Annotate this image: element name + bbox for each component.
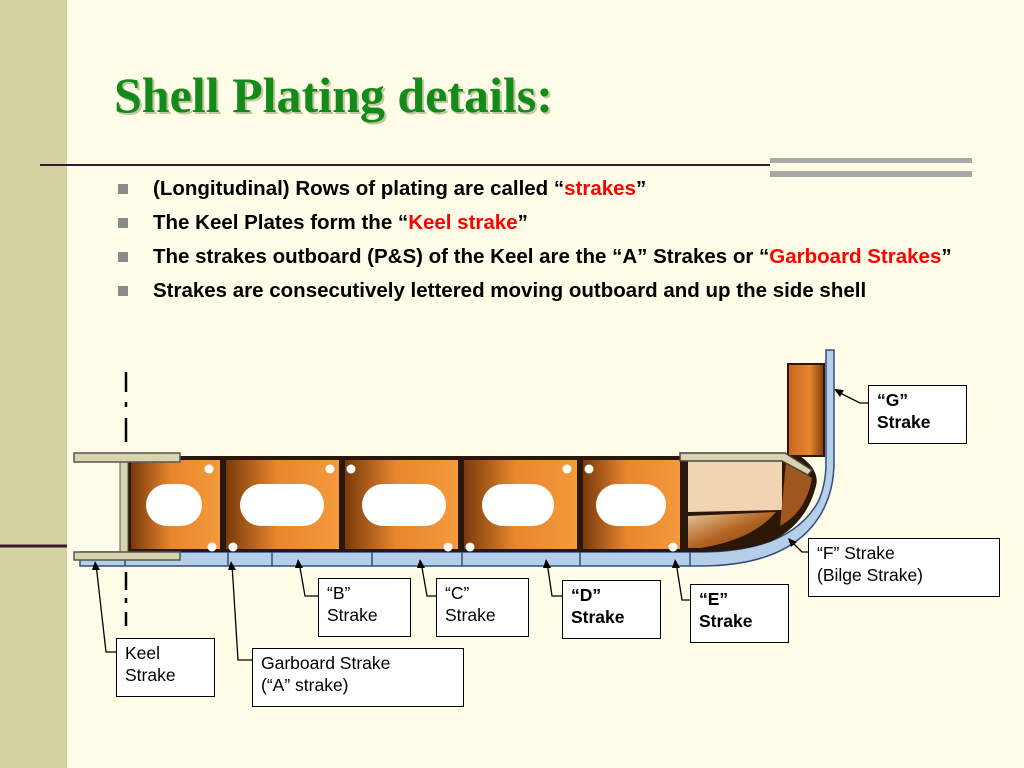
- label-d-strake: “D”Strake: [562, 580, 661, 639]
- bullet-text: (Longitudinal) Rows of plating are calle…: [153, 177, 565, 200]
- bilge-bracket-lower: [688, 512, 776, 548]
- label-b-strake: “B”Strake: [318, 578, 411, 637]
- bullet-text: The Keel Plates form the “: [153, 211, 409, 234]
- lightening-holes: [146, 484, 666, 526]
- bottom-keel-flange: [73, 551, 181, 561]
- bullet-item-garboard: The strakes outboard (P&S) of the Keel a…: [115, 242, 975, 272]
- bullet-item-strakes: (Longitudinal) Rows of plating are calle…: [115, 174, 975, 204]
- top-keel-flange: [73, 452, 181, 463]
- leader-arrowheads: [92, 389, 844, 570]
- label-g-strake: “G”Strake: [868, 385, 967, 444]
- bullet-square-icon: [118, 184, 128, 194]
- label-e-strake: “E”Strake: [690, 584, 789, 643]
- left-decorative-band: [0, 0, 67, 768]
- bullet-highlight: strakes: [564, 177, 636, 200]
- bullet-list: (Longitudinal) Rows of plating are calle…: [115, 174, 975, 310]
- bullet-highlight: Keel strake: [408, 211, 518, 234]
- bullet-item-keel-strake: The Keel Plates form the “Keel strake”: [115, 208, 975, 238]
- bullet-text-end: ”: [635, 177, 647, 200]
- label-garboard-strake: Garboard Strake(“A” strake): [252, 648, 464, 707]
- bullet-highlight: Garboard Strakes: [769, 245, 942, 268]
- leader-lines: [95, 390, 868, 661]
- label-f-strake: “F” Strake(Bilge Strake): [808, 538, 1000, 597]
- label-c-strake: “C”Strake: [436, 578, 529, 637]
- bilge-bracket-light: [688, 460, 782, 512]
- bullet-text: Strakes are consecutively lettered movin…: [153, 279, 867, 302]
- bullet-text-end: ”: [517, 211, 528, 234]
- bullet-text-end: ”: [941, 245, 952, 268]
- bullet-square-icon: [118, 218, 128, 228]
- bullet-text: The strakes outboard (P&S) of the Keel a…: [153, 245, 770, 268]
- outer-shell-plating: [79, 349, 835, 567]
- bullet-item-lettering: Strakes are consecutively lettered movin…: [115, 276, 973, 306]
- center-vertical-keel: [119, 461, 129, 553]
- limber-holes: [204, 464, 678, 552]
- side-frame: [787, 363, 825, 457]
- slide-title: Shell Plating details:: [114, 67, 553, 123]
- tank-top-edge: [679, 452, 814, 476]
- divider-accent-bottom: [770, 171, 972, 177]
- bilge-bracket-side: [780, 462, 812, 526]
- bullet-square-icon: [118, 286, 128, 296]
- bullet-square-icon: [118, 252, 128, 262]
- divider-accent-top: [770, 158, 972, 163]
